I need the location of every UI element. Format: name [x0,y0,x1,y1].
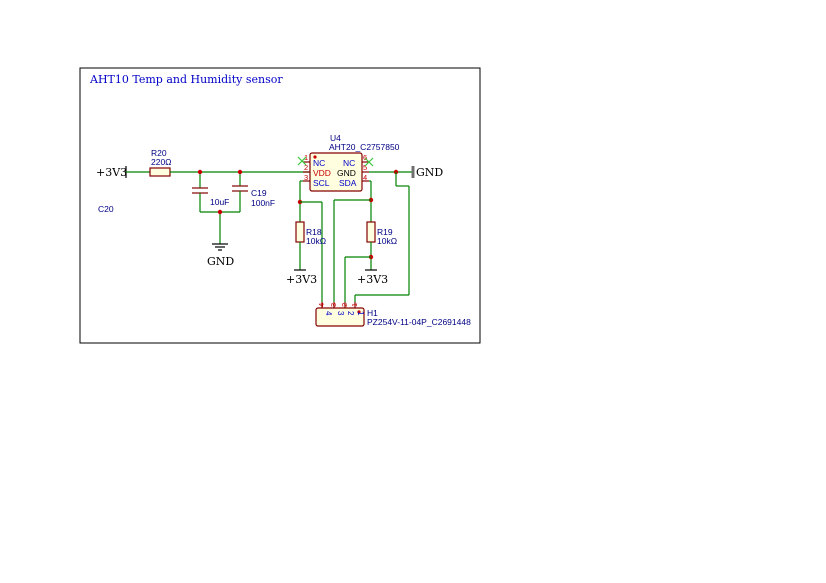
r20-value: 220Ω [151,157,172,167]
h1-pin1-num: 1 [350,303,359,307]
h1-pin1-label: 1 [356,311,365,316]
net-label-3v3-r18: +3V3 [286,273,317,286]
h1-value: PZ254V-11-04P_C2691448 [367,317,471,327]
connector-h1-body [315,307,365,327]
sheet-title: AHT10 Temp and Humidity sensor [89,73,283,86]
u4-value: AHT20_C2757850 [329,142,400,152]
h1-pin4-label: 4 [324,311,333,316]
r18-ref: R18 [306,227,322,237]
h1-pin1-marker [357,310,361,314]
u4-pin2-num: 2 [304,163,308,172]
gnd-symbol-caps [212,243,228,251]
u4-pin1-name: NC [313,158,325,168]
u4-pin4-name: SDA [339,178,357,188]
net-label-3v3-r19: +3V3 [357,273,388,286]
u4-pin5-num: 5 [363,163,367,172]
u4-pin3-name: SCL [313,178,330,188]
resistor-r19 [366,221,376,243]
resistor-r18 [295,221,305,243]
junction-rail-cap-left [197,169,203,175]
u4-pin2-name: VDD [313,168,331,178]
h1-pin3-label: 3 [336,311,345,316]
u4-pin1-marker [313,155,317,159]
sheet-frame [79,67,481,344]
u4-ref: U4 [330,133,341,143]
c20-value: 10uF [210,197,229,207]
net-label-3v3-input: +3V3 [96,166,127,179]
c19-value: 100nF [251,198,275,208]
r19-value: 10kΩ [377,236,397,246]
junction-caps-gnd [217,209,223,215]
r18-value: 10kΩ [306,236,326,246]
no-connect-pin6 [364,157,374,167]
u4-pin3-num: 3 [304,173,308,182]
net-label-gnd-right: GND [416,166,443,179]
h1-pin4-num: 4 [317,303,326,307]
net-label-gnd-caps: GND [207,255,234,268]
h1-pin3-num: 3 [329,303,338,307]
r20-ref: R20 [151,148,167,158]
c19-ref: C19 [251,188,267,198]
h1-ref: H1 [367,308,378,318]
c20-ref: C20 [98,204,114,214]
h1-pin2-label: 2 [346,311,355,316]
resistor-r20 [149,167,171,177]
no-connect-pin1 [297,156,307,166]
u4-pin6-name: NC [343,158,355,168]
u4-pin4-num: 4 [363,173,367,182]
r19-ref: R19 [377,227,393,237]
u4-pin5-name: GND [337,168,356,178]
h1-pin2-num: 2 [340,303,349,307]
u4-pin6-num: 6 [363,153,367,162]
junction-rail-cap-right [237,169,243,175]
